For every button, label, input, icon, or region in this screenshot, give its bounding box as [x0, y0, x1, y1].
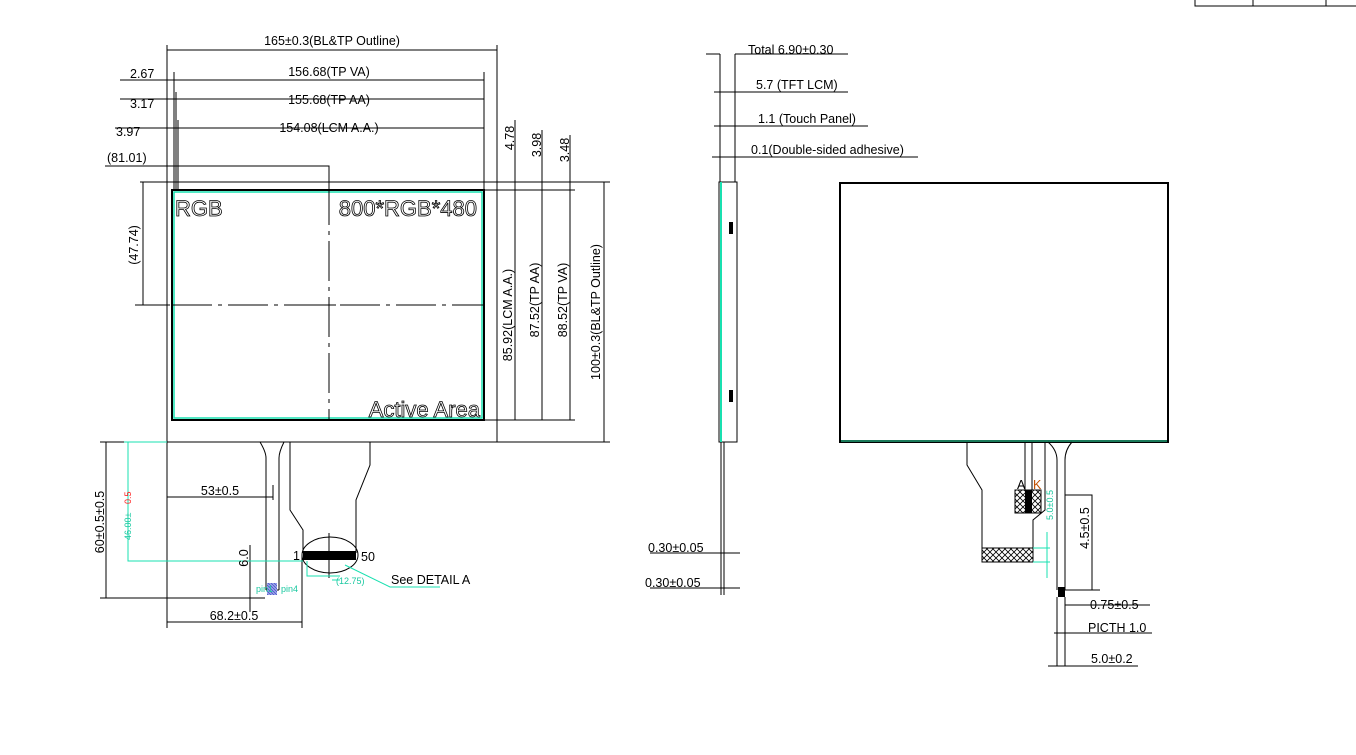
dim-top-offset-3: 3.48 [558, 138, 572, 162]
title-block-fragment [1194, 0, 1356, 7]
dim-tp-va-height: 88.52(TP VA) [556, 263, 570, 338]
dim-center-x: (81.01) [107, 151, 147, 165]
dim-tail-length: 4.5±0.5 [1078, 507, 1092, 549]
dim-tft-lcm: 5.7 (TFT LCM) [756, 78, 838, 92]
fpc-cable [259, 441, 371, 595]
label-anode: A [1017, 478, 1026, 492]
see-detail-a-note: See DETAIL A [391, 573, 471, 587]
dim-tp-aa-width: 155.68(TP AA) [288, 93, 370, 107]
dim-lcm-aa-height: 85.92(LCM A.A.) [501, 269, 515, 361]
dim-tail-width: 5.0±0.2 [1091, 652, 1133, 666]
dim-touch-panel: 1.1 (Touch Panel) [758, 112, 856, 126]
dim-tp-aa-offset: 3.17 [130, 97, 154, 111]
dim-tp-va-offset: 2.67 [130, 67, 154, 81]
svg-text:0.5: 0.5 [123, 491, 133, 504]
dim-connector-offset: (12.75) [336, 576, 365, 586]
dim-tp-va-width: 156.68(TP VA) [288, 65, 370, 79]
label-pin1: pin1 [256, 584, 273, 594]
dim-fpc-68: 68.2±0.5 [210, 609, 259, 623]
dim-fpc-total: 60±0.5±0.5 [93, 491, 107, 553]
dim-fpc-53: 53±0.5 [201, 484, 239, 498]
dim-top-offset-2: 3.98 [530, 133, 544, 157]
dim-adhesive: 0.1(Double-sided adhesive) [751, 143, 904, 157]
fpc-contacts [267, 583, 277, 595]
stiffener-hatch [981, 547, 1034, 563]
label-pin-first: 1 [293, 549, 300, 563]
dim-fpc-connector: 46.00± 0.5 [123, 491, 133, 540]
dim-lcm-aa-width: 154.08(LCM A.A.) [279, 121, 378, 135]
dim-total-thickness: Total 6.90±0.30 [748, 43, 833, 57]
dim-top-offset-1: 4.78 [503, 126, 517, 150]
dim-center-y: (47.74) [127, 225, 141, 265]
rear-view: A K 5.0±0.5 4.5±0.5 0.75±0.5 PICTH 1.0 5… [839, 182, 1169, 667]
dim-tail-thickness-1: 0.30±0.05 [648, 541, 704, 555]
dim-pitch: PICTH 1.0 [1088, 621, 1146, 635]
dim-lcm-aa-offset: 3.97 [116, 125, 140, 139]
label-pin-last: 50 [361, 550, 375, 564]
label-rgb: RGB [175, 196, 223, 221]
label-pin4: pin4 [281, 584, 298, 594]
dim-tp-aa-height: 87.52(TP AA) [528, 263, 542, 338]
dim-width-outline: 165±0.3(BL&TP Outline) [264, 34, 400, 48]
front-view: 165±0.3(BL&TP Outline) 2.67 156.68(TP VA… [93, 34, 610, 628]
label-cathode: K [1033, 478, 1042, 492]
svg-text:46.00±: 46.00± [123, 512, 133, 540]
dim-tail-thickness-2: 0.30±0.05 [645, 576, 701, 590]
label-resolution: 800*RGB*480 [339, 196, 477, 221]
dim-stiffener: 5.0±0.5 [1045, 490, 1055, 520]
label-active-area: Active Area [369, 397, 481, 422]
dim-gold-finger: 0.75±0.5 [1090, 598, 1139, 612]
dim-height-outline: 100±0.3(BL&TP Outline) [589, 244, 603, 380]
side-view: Total 6.90±0.30 5.7 (TFT LCM) 1.1 (Touch… [645, 43, 918, 595]
dim-tail-6: 6.0 [237, 549, 251, 566]
